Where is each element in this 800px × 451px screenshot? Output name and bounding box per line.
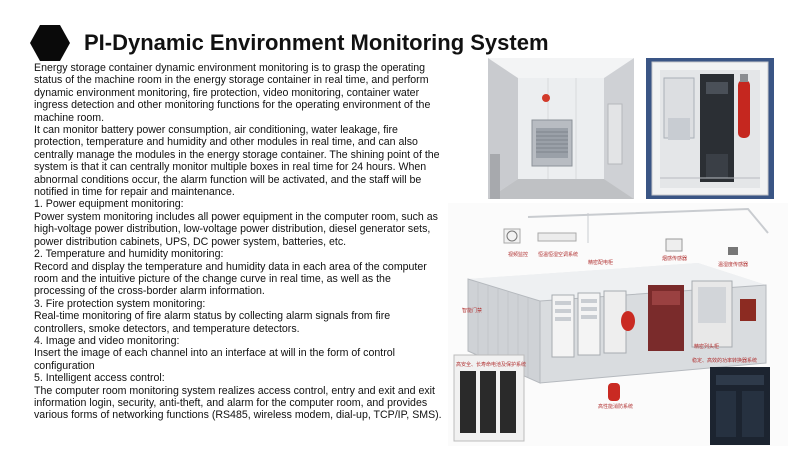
description-text: Energy storage container dynamic environ… [34,62,444,422]
diagram-caption: 温湿度传感器 [718,262,749,268]
fire-protection-cabinet-photo [646,58,774,199]
diagram-caption: 烟感传感器 [662,256,688,262]
heading-access: 5. Intelligent access control: [34,372,165,385]
paragraph-intro: Energy storage container dynamic environ… [34,62,431,124]
paragraph-access: The computer room monitoring system real… [34,384,442,422]
diagram-caption: 精密配电柜 [588,260,614,266]
hexagon-icon [30,25,70,61]
diagram-caption: 高安全、长寿命电池及保护系统 [456,362,527,368]
container-interior-photo [488,58,634,199]
paragraph-fire: Real-time monitoring of fire alarm statu… [34,310,391,335]
heading-video: 4. Image and video monitoring: [34,334,180,347]
heading-power: 1. Power equipment monitoring: [34,198,184,211]
diagram-caption: 视频监控 [508,252,529,258]
diagram-caption: 恒温恒湿空调系统 [538,252,579,258]
paragraph-power: Power system monitoring includes all pow… [34,210,438,248]
page-title: PI-Dynamic Environment Monitoring System [84,30,549,55]
diagram-caption: 稳定、高效的功率转换器系统 [692,358,758,364]
container-system-diagram: 视频监控 恒温恒湿空调系统 精密配电柜 烟感传感器 精密列头柜 温湿度传感器 智… [448,203,788,446]
paragraph-overview: It can monitor battery power consumption… [34,124,440,199]
diagram-caption: 高性能消防系统 [598,404,634,410]
diagram-caption: 精密列头柜 [694,344,720,350]
heading-fire: 3. Fire protection system monitoring: [34,297,206,310]
heading-temperature: 2. Temperature and humidity monitoring: [34,248,224,261]
diagram-caption: 智能门禁 [462,308,483,314]
paragraph-temperature: Record and display the temperature and h… [34,260,427,298]
paragraph-video: Insert the image of each channel into an… [34,347,395,372]
